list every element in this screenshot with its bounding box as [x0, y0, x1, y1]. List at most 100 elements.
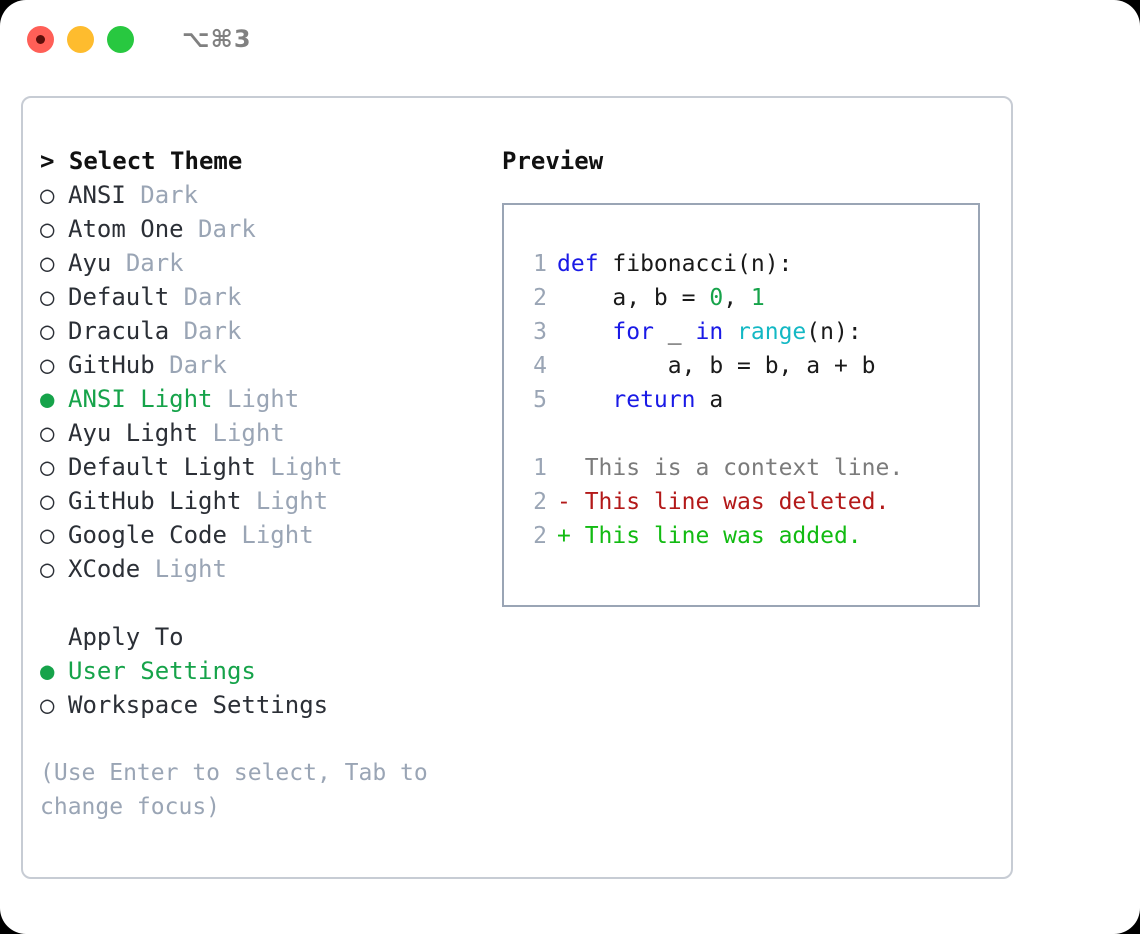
theme-name: GitHub Light — [68, 487, 242, 515]
diff-marker — [557, 455, 585, 481]
theme-item[interactable]: ○ Atom One Dark — [40, 212, 470, 246]
theme-item[interactable]: ○Default Dark — [40, 280, 470, 314]
theme-item[interactable]: ○ Ayu Dark — [40, 246, 470, 280]
radio-icon: ○ — [40, 181, 55, 209]
theme-item[interactable]: ● ANSI Light Light — [40, 382, 470, 416]
diff-line: 2- This line was deleted. — [523, 485, 903, 519]
diff-text: This line was added. — [584, 523, 862, 549]
theme-variant-tag: Dark — [183, 283, 242, 311]
theme-variant-tag: Dark — [125, 249, 184, 277]
theme-name: Atom One — [68, 215, 184, 243]
radio-icon: ○ — [40, 215, 55, 243]
code-line: 2 a, b = 0, 1 — [523, 281, 876, 315]
theme-variant-tag: Dark — [198, 215, 256, 243]
theme-variant-tag: Dark — [183, 317, 242, 345]
code-line: 4 a, b = b, a + b — [523, 349, 876, 383]
radio-selected-icon: ● — [40, 385, 55, 413]
apply-to-item[interactable]: ●User Settings — [40, 654, 470, 688]
diff-line: 2 + This line was added. — [523, 519, 903, 553]
line-number: 1 — [533, 455, 547, 481]
theme-name: Dracula — [68, 317, 170, 345]
apply-to-name: Workspace Settings — [68, 691, 329, 719]
diff-marker: + — [557, 523, 585, 549]
theme-variant-tag: Light — [212, 419, 285, 447]
diff-text: This is a context line. — [584, 455, 904, 481]
radio-icon: ○ — [40, 419, 55, 447]
code-token: a, b = b, a + b — [557, 353, 876, 379]
line-number: 2 — [533, 523, 547, 549]
theme-name: GitHub — [68, 351, 155, 379]
main-panel: > Select Theme ○ANSI Dark○Atom One Dark○… — [21, 96, 1013, 879]
radio-icon: ○ — [40, 691, 55, 719]
select-theme-header: > Select Theme — [40, 147, 243, 175]
code-token — [557, 387, 612, 413]
code-token: , — [723, 285, 751, 311]
diff-marker: - — [557, 489, 585, 515]
code-token: a, b = — [557, 285, 710, 311]
code-token: (n): — [806, 319, 862, 345]
theme-name: Default Light — [68, 453, 256, 481]
theme-variant-tag: Light — [255, 487, 329, 515]
theme-name: ANSI — [68, 181, 126, 209]
theme-item[interactable]: ○ Dracula Dark — [40, 314, 470, 348]
maximize-button[interactable] — [107, 25, 134, 53]
theme-item[interactable]: ○ GitHub Dark — [40, 348, 470, 382]
code-token: _ — [653, 319, 696, 345]
theme-variant-tag: Light — [226, 385, 300, 413]
code-token: return — [612, 387, 696, 413]
radio-icon: ○ — [40, 351, 55, 379]
theme-variant-tag: Light — [241, 521, 314, 549]
radio-icon: ○ — [40, 521, 55, 549]
code-token — [723, 319, 737, 345]
theme-list[interactable]: ○ANSI Dark○Atom One Dark○Ayu Dark○Defaul… — [40, 178, 470, 586]
line-number: 4 — [533, 353, 547, 379]
theme-item[interactable]: ○ Ayu Light Light — [40, 416, 470, 450]
close-button[interactable] — [27, 25, 54, 53]
theme-item[interactable]: ○XCode Light — [40, 552, 470, 586]
radio-icon: ○ — [40, 317, 55, 345]
line-number: 5 — [533, 387, 547, 413]
preview-header: Preview — [502, 147, 604, 175]
theme-name: XCode — [68, 555, 141, 583]
theme-variant-tag: Light — [154, 555, 227, 583]
theme-selector-column: > Select Theme ○ANSI Dark○Atom One Dark○… — [40, 144, 470, 824]
theme-item[interactable]: ○ANSI Dark — [40, 178, 470, 212]
diff-line: 1 This is a context line. — [523, 451, 903, 485]
theme-name: Google Code — [68, 521, 227, 549]
code-token: a — [695, 387, 724, 413]
radio-icon: ○ — [40, 249, 55, 277]
apply-to-item[interactable]: ○ Workspace Settings — [40, 688, 470, 722]
code-token: 1 — [750, 285, 765, 311]
code-token: for — [612, 319, 654, 345]
code-token: fibonacci(n): — [598, 251, 793, 277]
radio-selected-icon: ● — [40, 657, 55, 685]
theme-item[interactable]: ○ Google Code Light — [40, 518, 470, 552]
keyboard-hint: (Use Enter to select, Tab to change focu… — [40, 760, 428, 820]
radio-icon: ○ — [40, 453, 55, 481]
theme-item[interactable]: ○ Default Light Light — [40, 450, 470, 484]
apply-to-list[interactable]: ●User Settings ○ Workspace Settings — [40, 654, 470, 722]
theme-name: Ayu — [68, 249, 112, 277]
diff-sample: 1 This is a context line.2- This line wa… — [523, 451, 903, 553]
code-token: range — [737, 319, 807, 345]
theme-item[interactable]: ○ GitHub Light Light — [40, 484, 470, 518]
radio-icon: ○ — [40, 283, 55, 311]
code-token — [557, 319, 612, 345]
theme-name: ANSI Light — [68, 385, 213, 413]
theme-name: Ayu Light — [68, 419, 199, 447]
theme-variant-tag: Light — [270, 453, 343, 481]
code-token: 0 — [709, 285, 724, 311]
line-number: 2 — [533, 489, 547, 515]
line-number: 2 — [533, 285, 547, 311]
radio-icon: ○ — [40, 487, 55, 515]
line-number: 3 — [533, 319, 547, 345]
code-line: 3 for _ in range(n): — [523, 315, 876, 349]
list-spacer — [40, 586, 470, 620]
minimize-button[interactable] — [67, 25, 94, 53]
title-bar: ⌥⌘3 — [0, 0, 1140, 78]
theme-variant-tag: Dark — [169, 351, 227, 379]
